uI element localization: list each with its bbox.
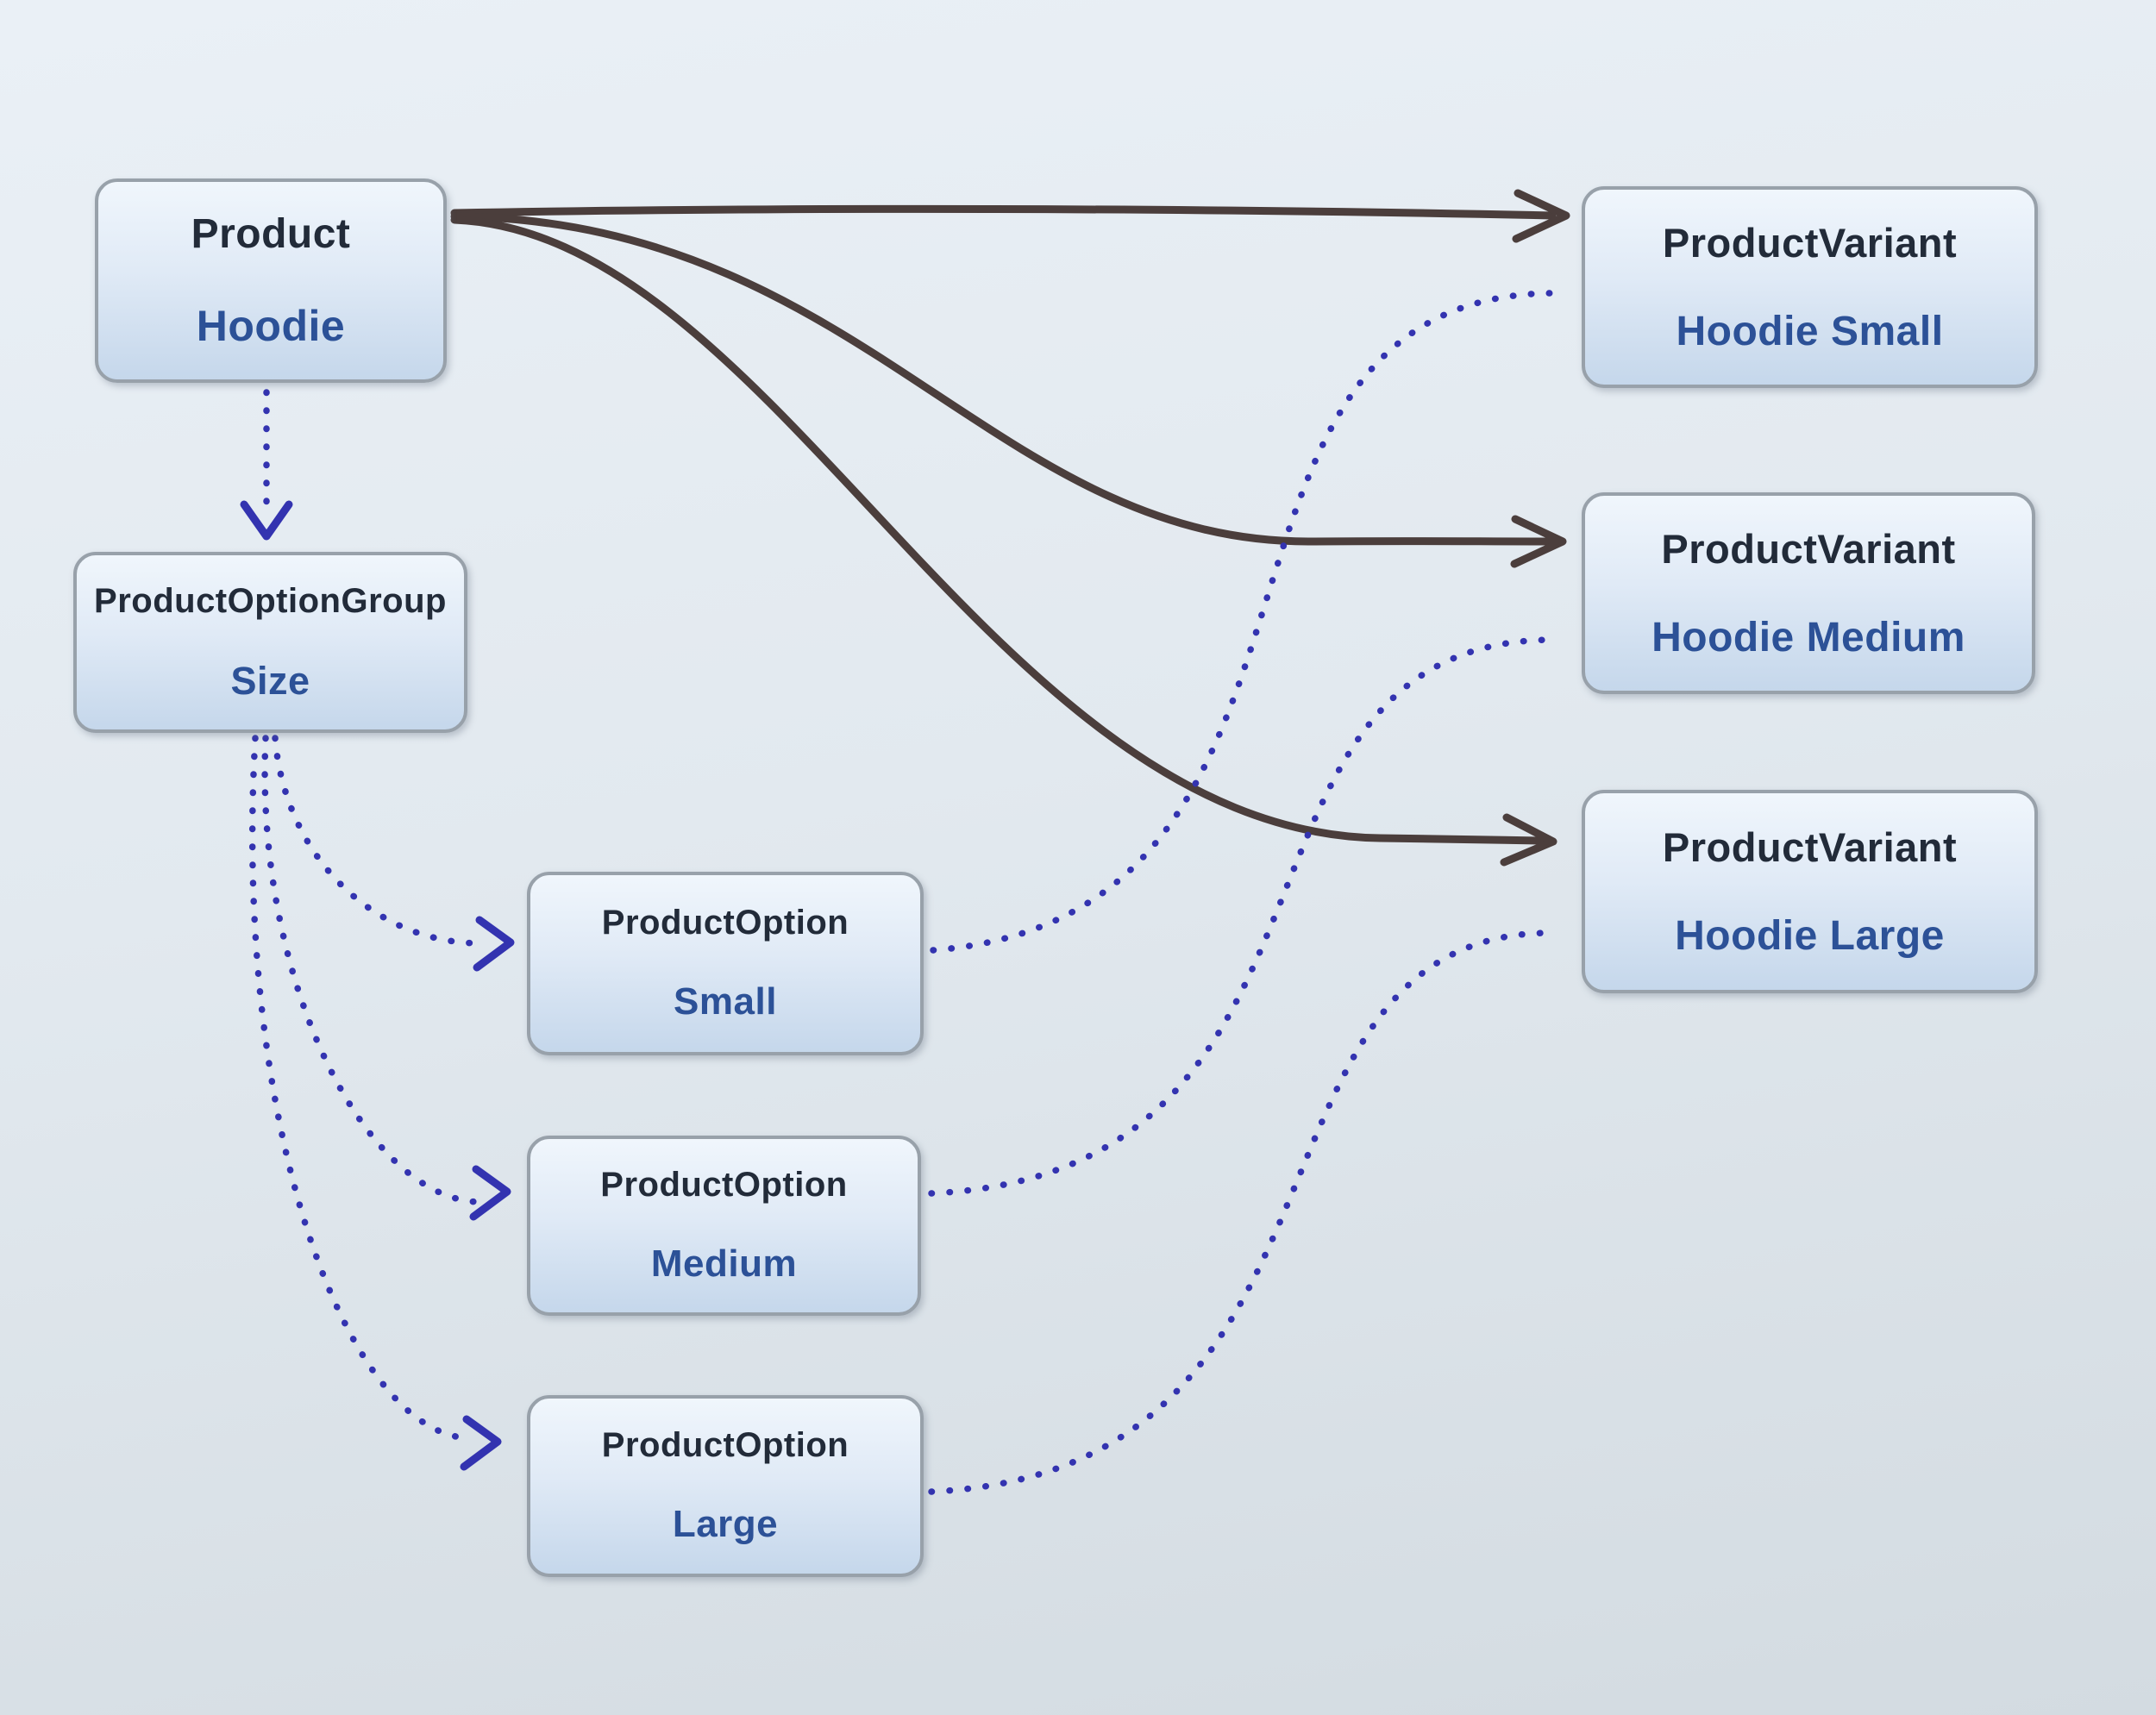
node-product-type: Product [191,211,351,257]
node-product-variant-small-type: ProductVariant [1662,220,1958,266]
node-product-option-small: ProductOption Small [527,872,924,1055]
node-product-option-small-type: ProductOption [601,904,849,942]
node-product-option-medium-name: Medium [650,1242,798,1285]
node-product-variant-large-name: Hoodie Large [1675,913,1945,959]
edge-group-to-option-small [272,735,483,947]
node-product-option-group: ProductOptionGroup Size [73,552,467,733]
node-product-option-medium-type: ProductOption [600,1166,848,1204]
edge-group-to-option-large [248,735,473,1442]
node-product-variant-medium-name: Hoodie Medium [1651,615,1965,660]
node-product-variant-small-name: Hoodie Small [1676,309,1944,354]
node-product-option-medium: ProductOption Medium [527,1136,921,1316]
arrowhead-group-to-option-medium-icon [469,1165,511,1221]
node-product-variant-large-type: ProductVariant [1662,824,1958,870]
node-product-variant-large: ProductVariant Hoodie Large [1582,790,2038,993]
node-product-option-small-name: Small [674,980,777,1023]
node-product-variant-small: ProductVariant Hoodie Small [1582,186,2038,388]
arrowhead-product-to-variant-large-icon [1500,813,1557,867]
arrowhead-product-to-option-group-icon [240,500,293,541]
node-product-name: Hoodie [196,302,346,350]
node-product-variant-medium: ProductVariant Hoodie Medium [1582,492,2035,694]
arrowhead-group-to-option-small-icon [473,916,515,972]
edge-product-to-variant-small [450,204,1557,220]
edge-option-large-to-variant-large [928,929,1549,1495]
arrowhead-group-to-option-large-icon [460,1415,502,1471]
node-product-option-large: ProductOption Large [527,1395,924,1577]
node-product: Product Hoodie [95,178,447,383]
arrowhead-product-to-variant-small-icon [1512,189,1570,243]
node-product-option-group-type: ProductOptionGroup [94,581,447,620]
arrowhead-product-to-variant-medium-icon [1510,515,1567,568]
edge-option-medium-to-variant-medium [928,636,1553,1197]
node-product-variant-medium-type: ProductVariant [1661,526,1956,572]
edge-product-to-variant-large [450,216,1546,845]
edge-group-to-option-medium [261,735,481,1205]
node-product-option-large-name: Large [672,1503,779,1545]
edge-option-small-to-variant-small [930,290,1556,954]
node-product-option-large-type: ProductOption [601,1426,849,1464]
edge-product-to-variant-medium [450,212,1555,546]
node-product-option-group-name: Size [230,658,310,703]
